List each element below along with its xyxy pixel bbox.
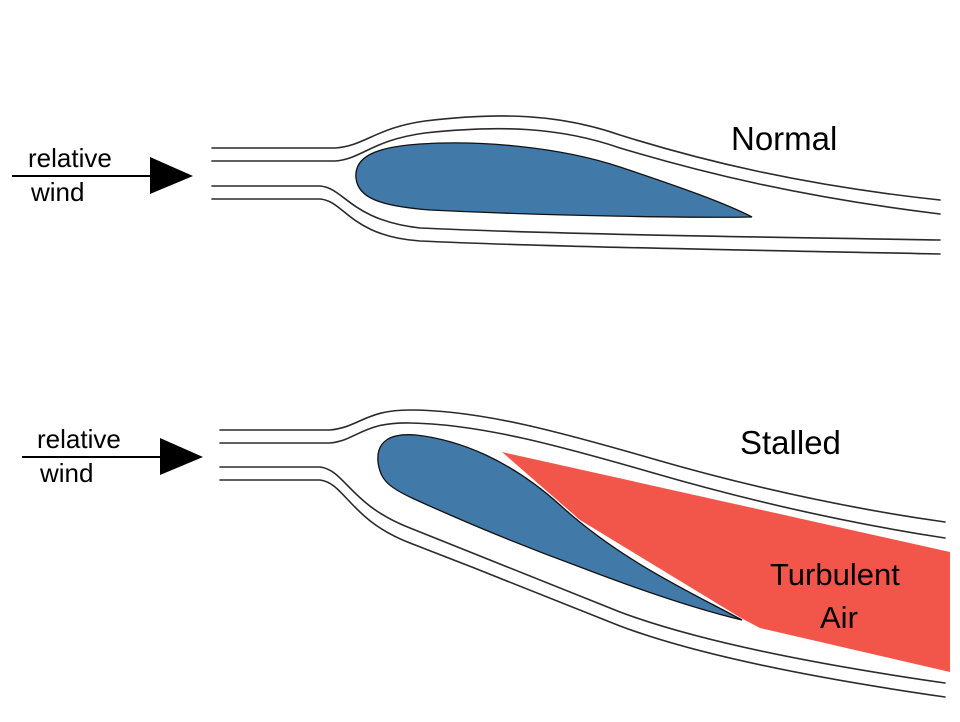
turbulent-label-line2: Air (820, 600, 858, 635)
stalled-streamline-2 (219, 422, 946, 539)
normal-wind-label-line2: wind (30, 177, 84, 207)
normal-wind-arrowhead (150, 157, 193, 194)
turbulent-air-region (502, 452, 950, 672)
normal-panel: relative wind Normal (12, 115, 941, 255)
stalled-wind-arrowhead (160, 438, 203, 475)
normal-wind-label-line1: relative (28, 143, 112, 173)
stalled-wind-label-line1: relative (37, 424, 121, 454)
stalled-airfoil (377, 434, 743, 621)
stalled-title: Stalled (740, 424, 841, 461)
stalled-panel: relative wind Stalled Turbulent Air (22, 409, 950, 698)
normal-streamline-2 (211, 127, 941, 215)
stalled-wind-label-line2: wind (39, 458, 93, 488)
normal-streamline-3 (211, 185, 941, 241)
normal-streamline-4 (211, 198, 941, 255)
normal-title: Normal (731, 120, 837, 157)
normal-streamline-1 (211, 115, 941, 201)
turbulent-label-line1: Turbulent (770, 557, 900, 592)
stalled-streamline-1 (219, 409, 946, 523)
stalled-streamline-4 (219, 479, 946, 698)
normal-airfoil (355, 142, 753, 218)
stalled-streamline-3 (219, 466, 946, 684)
